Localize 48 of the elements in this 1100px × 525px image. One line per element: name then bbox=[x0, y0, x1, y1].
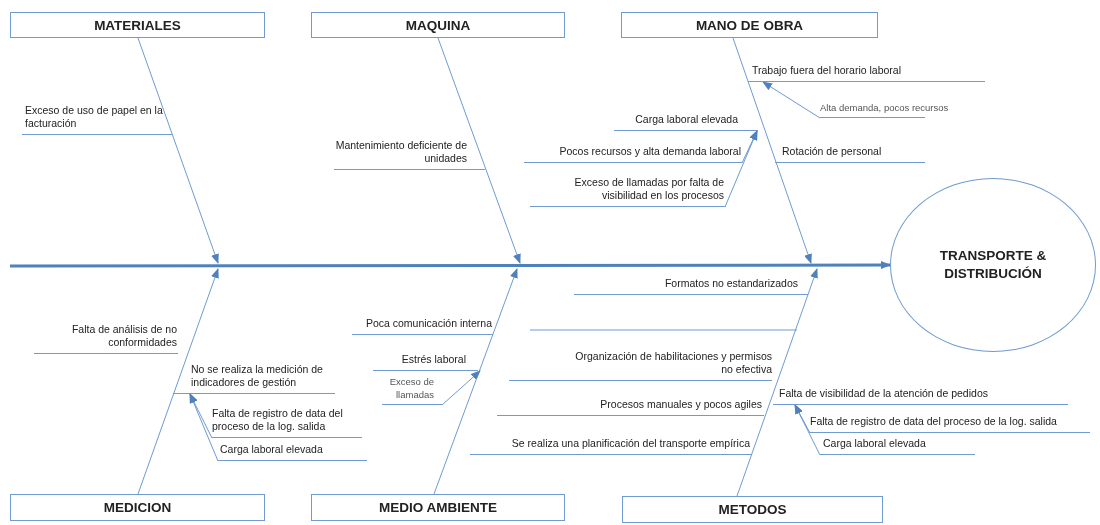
cause-text: Falta de registro de data del proceso de la log. salida bbox=[810, 415, 1057, 429]
cause-text: Alta demanda, pocos recursos bbox=[820, 101, 949, 114]
cause-text: Formatos no estandarizados bbox=[664, 277, 798, 291]
cause-text: Procesos manuales y pocos agiles bbox=[600, 398, 762, 412]
bone-arrow bbox=[732, 37, 812, 264]
category-box: MATERIALES bbox=[10, 12, 265, 38]
cause-text: Exceso de llamadas por falta de visibilidad en los procesos bbox=[573, 175, 724, 203]
cause-line bbox=[373, 352, 478, 371]
category-box: METODOS bbox=[622, 496, 883, 523]
cause-text: Mantenimiento deficiente de unidades bbox=[334, 138, 467, 166]
arrow bbox=[794, 404, 821, 456]
cause-text: Exceso de uso de papel en la facturación bbox=[25, 103, 164, 131]
cause-text: Falta de visibilidad de la atención de pedidos bbox=[779, 387, 988, 401]
arrow bbox=[189, 393, 219, 462]
cause-text: Carga laboral elevada bbox=[823, 437, 926, 451]
cause-line bbox=[614, 112, 758, 131]
category-box: MANO DE OBRA bbox=[621, 12, 878, 38]
bone-arrow bbox=[736, 268, 818, 497]
category-box: MEDIO AMBIENTE bbox=[311, 494, 565, 521]
cause-line bbox=[218, 442, 367, 461]
cause-line bbox=[773, 386, 1068, 405]
cause-text: Trabajo fuera del horario laboral bbox=[752, 64, 902, 78]
cause-line bbox=[820, 436, 975, 455]
bone-arrow bbox=[10, 261, 891, 269]
cause-text: Poca comunicación interna bbox=[365, 317, 492, 331]
bone-arrow bbox=[433, 268, 518, 495]
cause-text: Estrés laboral bbox=[401, 353, 466, 367]
cause-line bbox=[748, 63, 985, 82]
cause-text: Se realiza una planificación del transporte empírica bbox=[511, 437, 750, 451]
arrow bbox=[762, 81, 821, 119]
cause-line bbox=[524, 144, 742, 163]
cause-text: Carga laboral elevada bbox=[220, 443, 323, 457]
cause-text: Falta de análisis de no conformidades bbox=[70, 322, 177, 350]
arrow bbox=[724, 130, 758, 208]
cause-text: No se realiza la medición de indicadores de gestión bbox=[191, 362, 324, 390]
arrow bbox=[441, 370, 481, 406]
cause-text: Rotación de personal bbox=[782, 145, 882, 159]
bone-arrow bbox=[137, 37, 219, 264]
cause-text: Falta de registro de data del proceso de la log. salida bbox=[212, 406, 344, 434]
cause-text: Carga laboral elevada bbox=[635, 113, 738, 127]
bone-arrow bbox=[437, 37, 521, 264]
cause-line bbox=[810, 414, 1090, 433]
category-box: MEDICION bbox=[10, 494, 265, 521]
category-box: MAQUINA bbox=[311, 12, 565, 38]
bone-arrow bbox=[137, 268, 219, 495]
cause-text: Organización de habilitaciones y permisos no efectiva bbox=[574, 349, 772, 377]
cause-text: Pocos recursos y alta demanda laboral bbox=[559, 145, 741, 159]
cause-text: Exceso de llamadas bbox=[388, 376, 434, 401]
